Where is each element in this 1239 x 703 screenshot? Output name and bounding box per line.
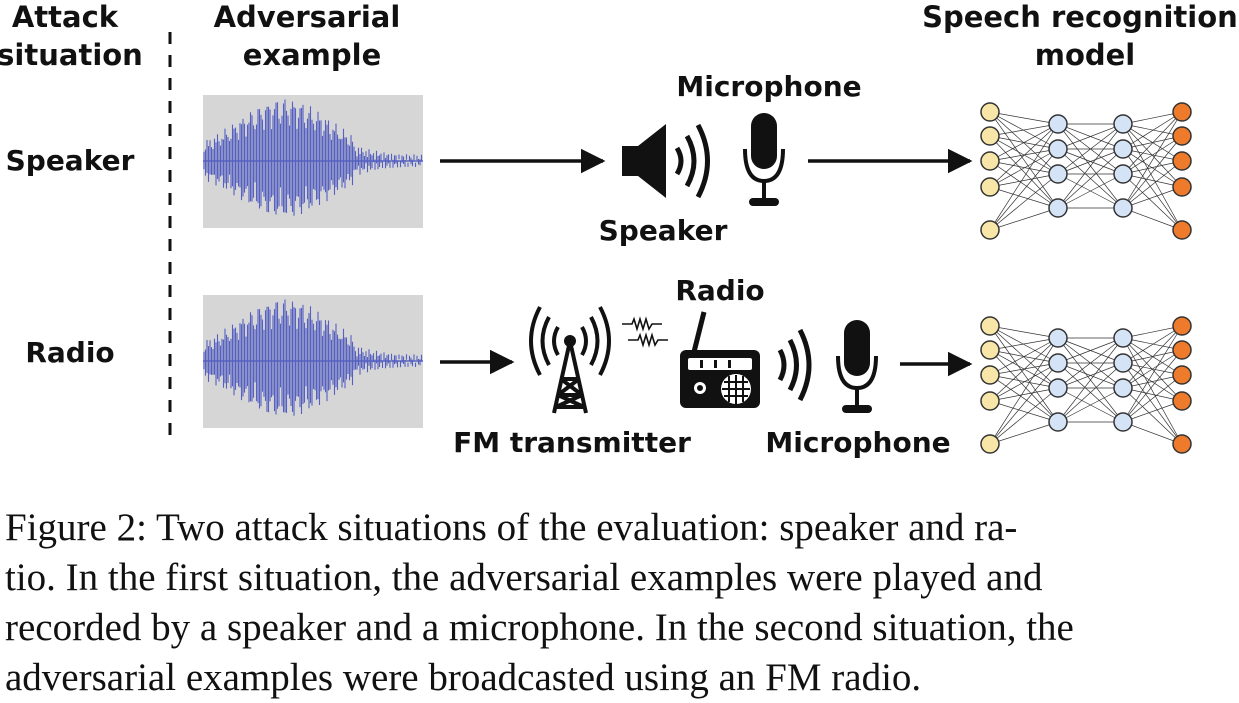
row-label-radio: Radio	[25, 336, 114, 369]
waveform-image	[203, 295, 423, 428]
microphone-label-speaker-row: Microphone	[676, 70, 861, 103]
radio-label: Radio	[675, 274, 764, 307]
microphone-label-radio-row: Microphone	[765, 426, 950, 459]
adversarial-example-header: Adversarial example	[214, 0, 411, 72]
caption-line: adversarial examples were broadcasted us…	[5, 656, 922, 699]
radio-icon	[680, 311, 760, 408]
speaker-label: Speaker	[599, 214, 728, 247]
speech-recognition-model-header: Speech recognition model	[922, 0, 1239, 72]
microphone-icon	[836, 320, 878, 413]
neural-network-icon	[980, 102, 1192, 240]
microphone-icon	[743, 113, 785, 206]
waveform-lines	[203, 99, 423, 216]
caption-line: recorded by a speaker and a microphone. …	[5, 606, 1074, 649]
speaker-icon	[622, 123, 710, 199]
signal-wave-icon	[622, 316, 668, 348]
radio-tower-icon	[529, 306, 611, 414]
radio-sound-waves-icon	[777, 328, 812, 402]
attack-situation-header: Attack situation	[0, 0, 143, 72]
row-label-speaker: Speaker	[6, 144, 135, 177]
fm-transmitter-label: FM transmitter	[453, 426, 691, 459]
figure-caption: Figure 2: Two attack situations of the e…	[5, 503, 1234, 703]
waveform-lines	[203, 299, 423, 416]
caption-line: Figure 2: Two attack situations of the e…	[5, 506, 1018, 549]
neural-network-icon	[980, 316, 1192, 454]
attack-situations-figure: Attack situation Adversarial example Spe…	[0, 0, 1239, 459]
waveform-image	[203, 95, 423, 228]
caption-line: tio. In the first situation, the adversa…	[5, 556, 1043, 599]
